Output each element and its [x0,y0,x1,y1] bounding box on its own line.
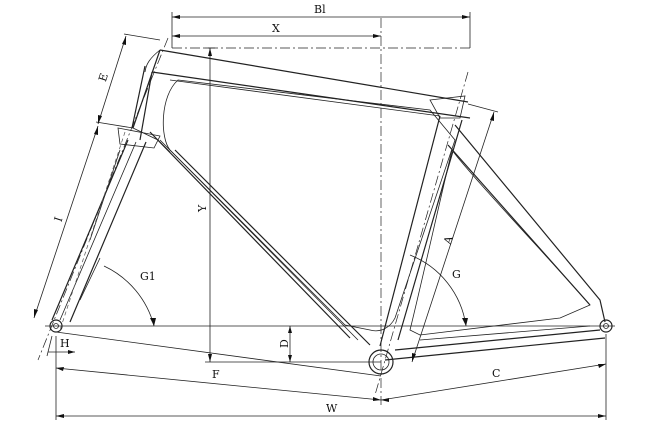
dim-line-c [380,363,607,401]
rear-triangle-window [409,149,591,336]
seat-stays [447,124,606,323]
down-tube [149,131,371,346]
label-f: F [212,368,220,381]
dim-arc-g [409,254,467,327]
label-e: E [96,72,111,84]
label-c: C [492,367,500,380]
top-tube [151,49,471,119]
dim-line-a [411,111,495,363]
seat-tube-axis [374,71,469,396]
label-y: Y [196,204,209,213]
label-g: G [452,268,461,281]
seat-tube [379,115,463,347]
construction-lines [37,18,615,405]
fork-blade [51,139,147,323]
label-x: X [272,22,280,35]
label-w: W [326,402,338,415]
fork-inner-line [59,141,137,321]
steering-axis [37,37,169,361]
dimension-labels: Bl X E I Y A G1 G D H F C W [52,3,501,415]
label-g1: G1 [140,270,156,283]
chain-stay-detail [419,325,591,341]
bb-to-front-axle-line [55,331,382,377]
label-d: D [278,339,291,348]
label-h: H [60,337,70,350]
main-triangle-window [162,79,456,332]
frame-outline [49,49,613,375]
seat-cluster [429,95,466,119]
chain-stays [384,329,606,361]
dim-line-e [97,35,127,125]
dimension-lines [33,12,607,420]
top-tube-inner-line [169,79,441,117]
label-i: I [52,215,66,223]
dim-arc-g1 [103,265,155,327]
label-bl: Bl [314,3,326,16]
fork-offset-line [59,131,126,331]
dim-line-i [33,125,99,319]
fork-crown [117,127,161,149]
head-tube [131,49,161,141]
dim-line-f [55,367,382,401]
